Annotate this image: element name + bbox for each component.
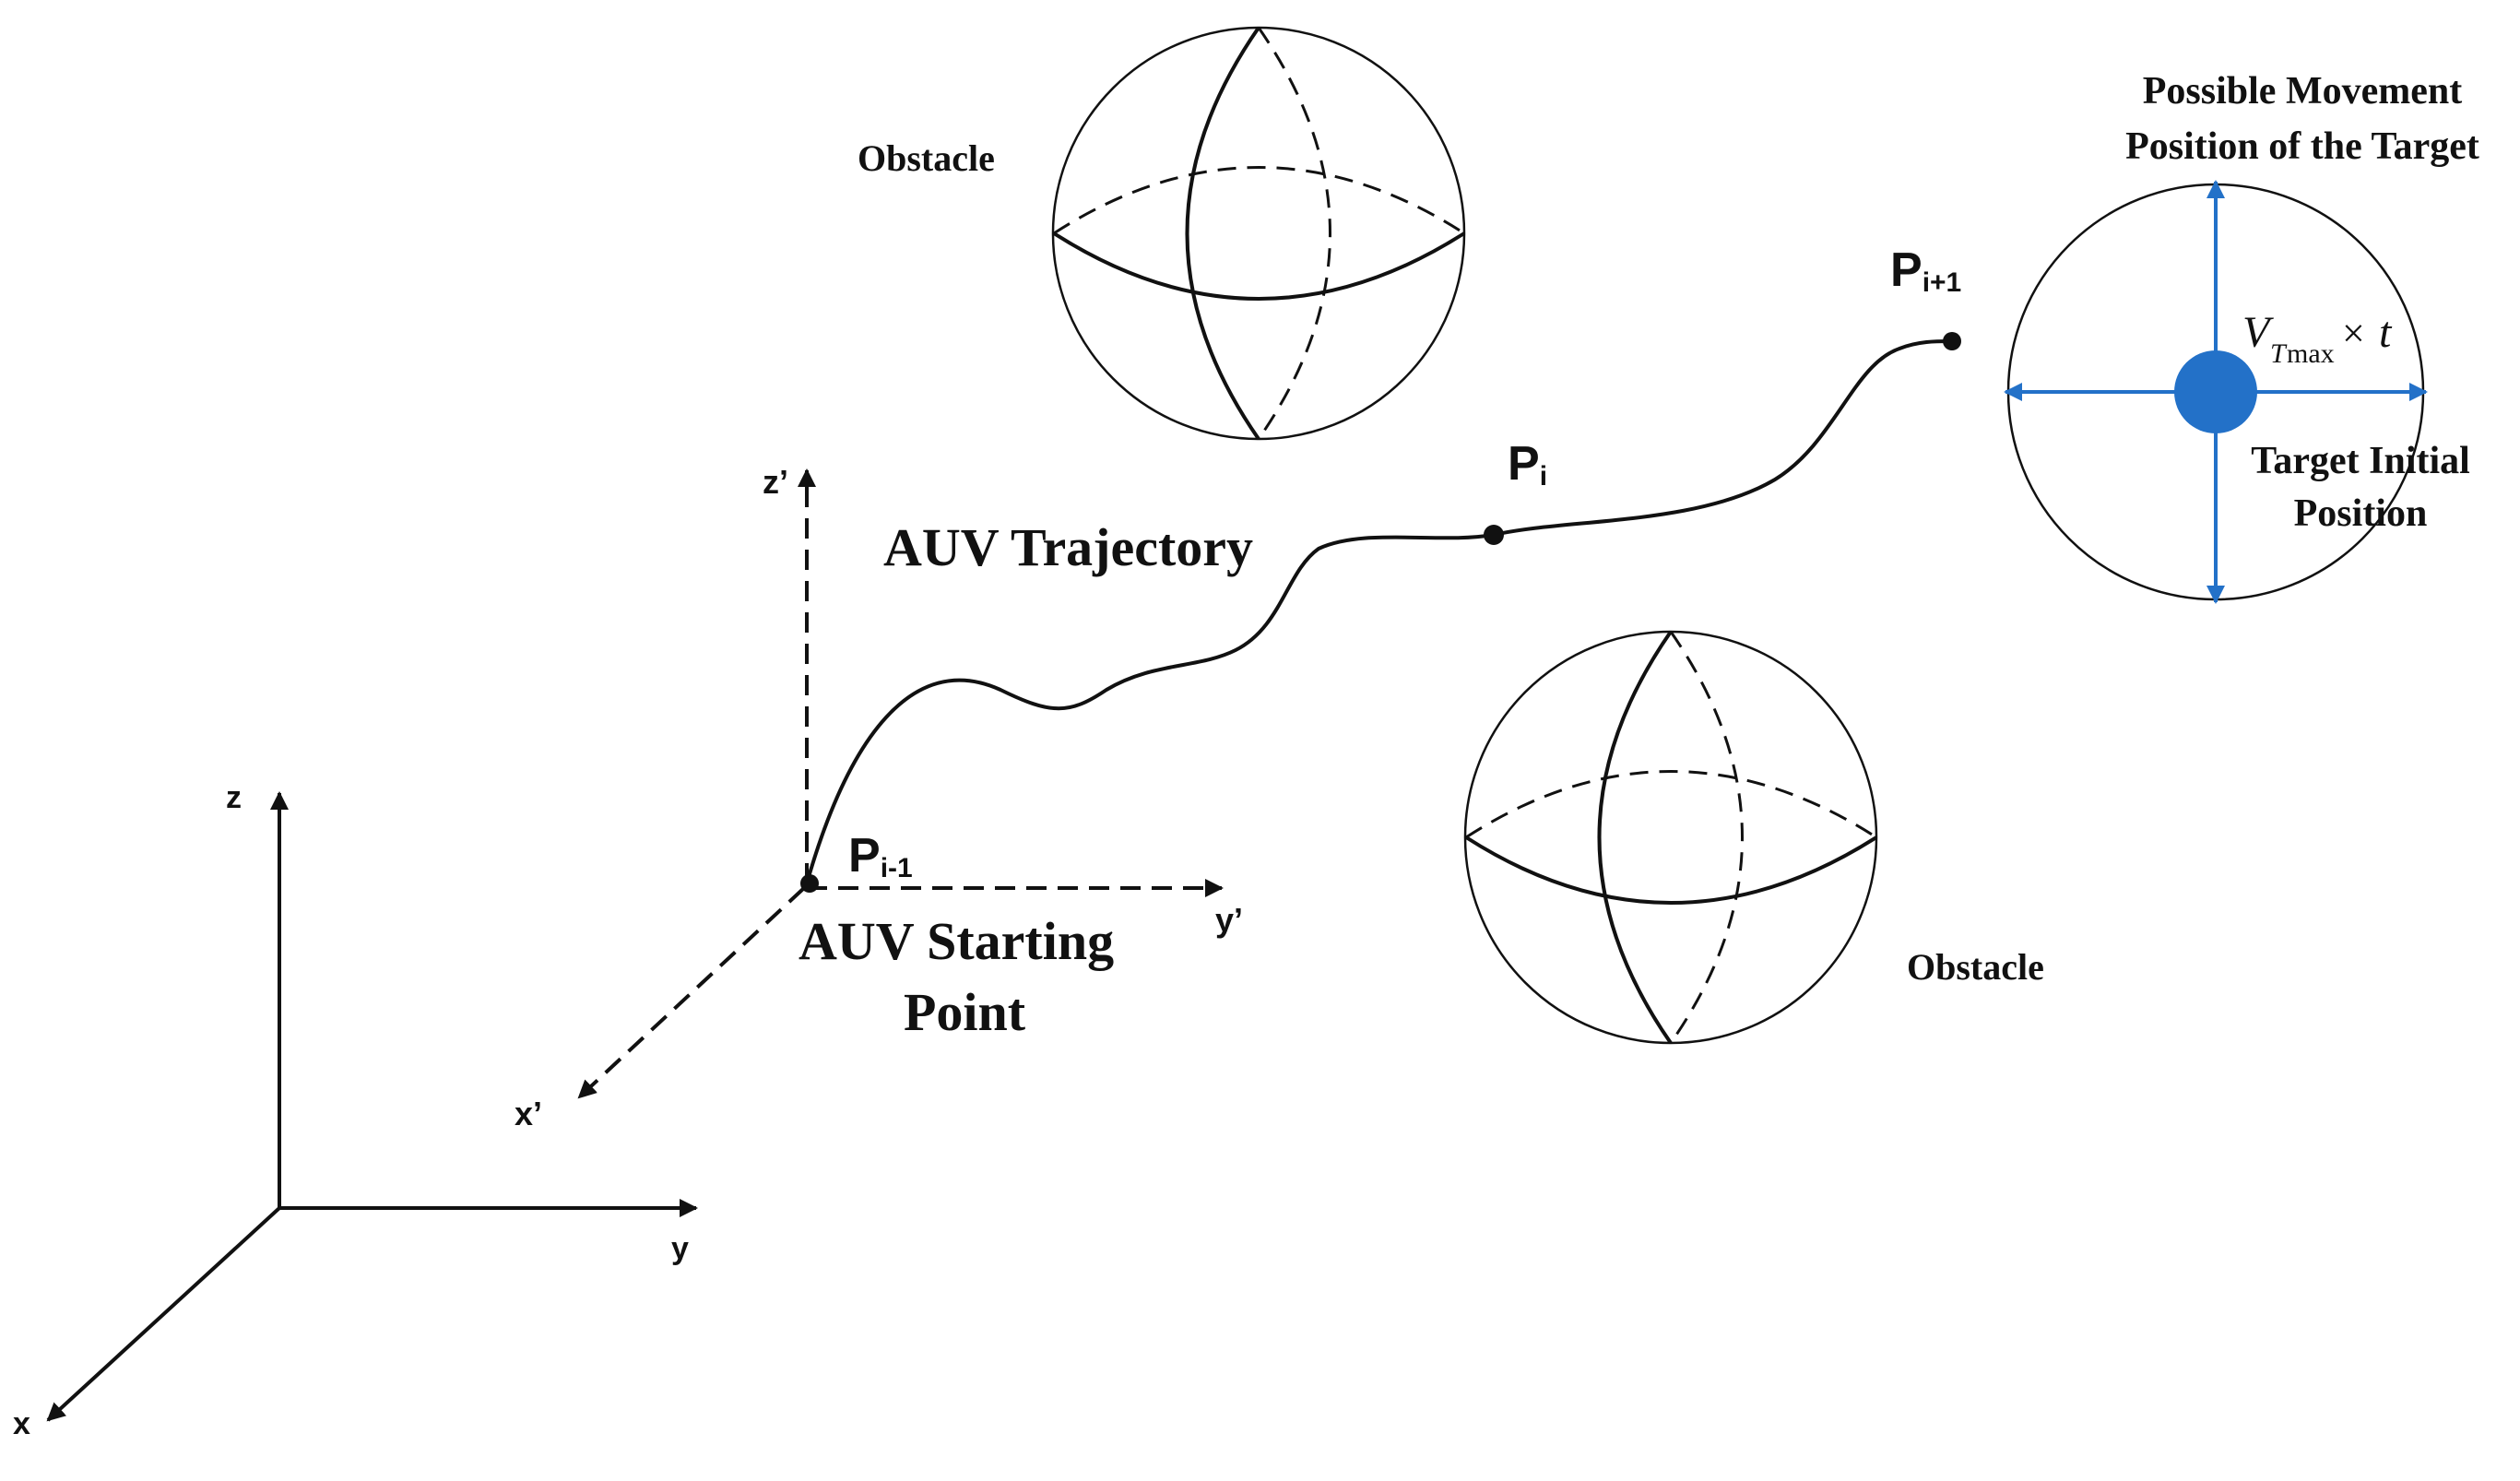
formula-sub-max: max [2287,338,2335,369]
auv-start-label-line2: Point [904,982,1026,1042]
obstacle-bottom-equator-front [1464,835,1878,905]
auv-start-label-line1: AUV Starting [799,911,1114,971]
waypoint-p-prev: Pi-1 [800,829,913,893]
obstacle-bottom-outline [1463,630,1878,1045]
world-y-label: y [671,1231,689,1266]
obstacle-top-equator-front [1052,231,1466,301]
target-initial-label-line1: Target Initial [2251,440,2470,482]
formula-t: t [2379,308,2393,357]
waypoint-p-cur-label: Pi [1508,437,1547,492]
obstacle-top-equator-back [1053,166,1465,235]
formula-sub-t: T [2270,338,2288,369]
obstacle-bottom-equator-back [1465,770,1877,839]
waypoint-p-next-label: Pi+1 [1890,243,1961,298]
target-region [2004,180,2428,604]
auv-trajectory-label: AUV Trajectory [883,517,1253,577]
obstacle-top-meridian-front [1185,26,1260,441]
possible-movement-label-line1: Possible Movement [2143,70,2462,113]
possible-movement-label-line2: Position of the Target [2125,125,2479,168]
waypoint-p-next-dot [1943,332,1961,350]
local-z-label: z’ [763,463,788,501]
waypoint-p-next: Pi+1 [1890,243,1961,350]
waypoint-p-prev-dot [800,874,819,893]
obstacle-sphere-bottom [1463,630,1878,1045]
formula-times: × [2342,311,2365,356]
obstacle-sphere-top [1051,26,1466,441]
waypoint-p-cur: Pi [1484,437,1547,545]
waypoint-p-cur-dot [1484,525,1504,545]
local-x-label: x’ [515,1095,542,1132]
obstacle-bottom-meridian-back [1669,631,1744,1044]
obstacle-top-label: Obstacle [858,137,995,179]
local-axes: z’ y’ x’ [515,463,1243,1132]
world-x-axis [46,1206,281,1422]
target-initial-label-line2: Position [2294,492,2428,535]
local-y-label: y’ [1215,901,1243,939]
speed-time-formula: V T max × t [2242,308,2393,369]
target-initial-position-dot [2174,350,2257,433]
world-axes: z y x [13,780,698,1441]
obstacle-bottom-label: Obstacle [1907,946,2044,988]
obstacle-top-outline [1051,26,1466,441]
obstacle-top-meridian-back [1257,27,1331,440]
obstacle-bottom-meridian-front [1597,630,1673,1045]
local-x-axis [577,886,806,1099]
world-x-label: x [13,1406,30,1441]
waypoint-p-prev-label: Pi-1 [848,829,913,883]
auv-trajectory-curve [805,339,1951,884]
formula-v: V [2242,308,2274,357]
world-z-label: z [226,780,242,815]
